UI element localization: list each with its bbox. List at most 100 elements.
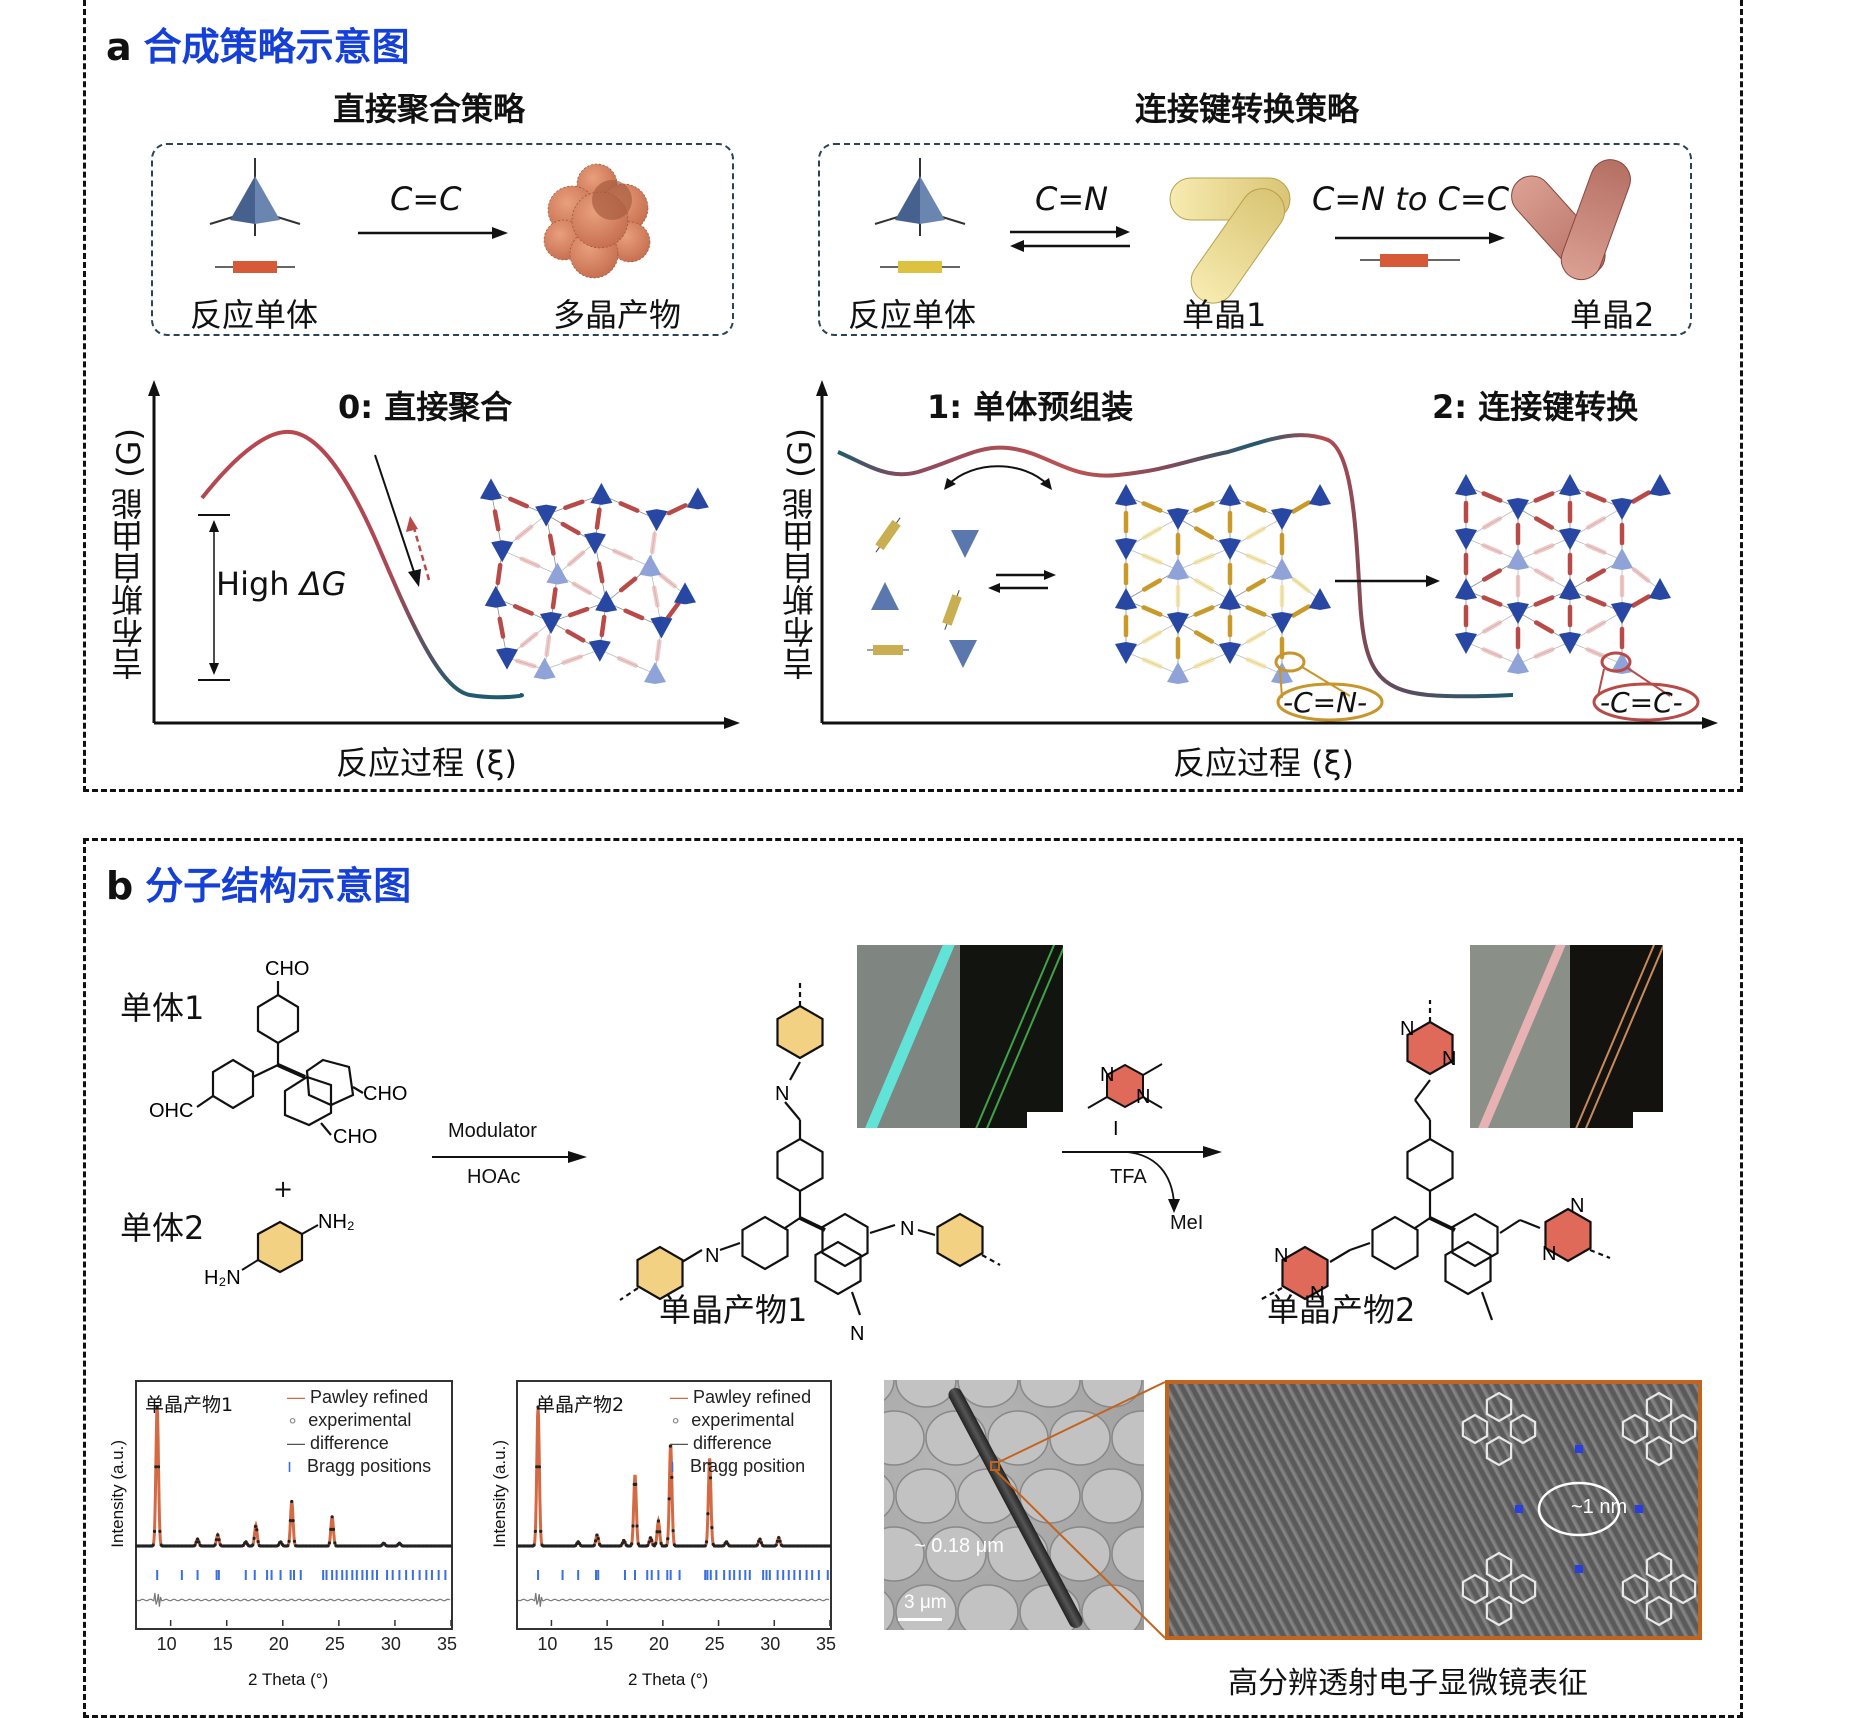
aromatic-ring xyxy=(1371,1215,1419,1271)
linker xyxy=(1245,630,1267,644)
nitrogen-marker xyxy=(1515,1505,1523,1513)
linker xyxy=(1481,568,1503,582)
imine-n: N xyxy=(705,1245,719,1267)
tetrahedral-node xyxy=(1507,498,1529,520)
experimental-point xyxy=(759,1541,763,1545)
nitrogen-marker xyxy=(1575,1445,1583,1453)
experimental-point xyxy=(539,1529,543,1533)
tetrahedral-node xyxy=(1455,474,1477,496)
sem-width-label: ~ 0.18 μm xyxy=(914,1535,1004,1557)
tetrahedral-node xyxy=(1309,588,1331,610)
tetrahedral-node xyxy=(686,487,709,510)
monomer-1-structure: CHO CHO CHO OHC xyxy=(149,958,407,1148)
experimental-point xyxy=(152,1529,157,1533)
aromatic-ring xyxy=(1406,1137,1454,1193)
experimental-point xyxy=(664,1544,669,1548)
experimental-point xyxy=(652,1544,656,1548)
linker xyxy=(1193,630,1215,644)
tetrahedral-node xyxy=(1507,548,1529,570)
experimental-point xyxy=(276,1543,280,1547)
monomer-2-label: 单体2 xyxy=(120,1209,205,1247)
legend-experimental-label: experimental xyxy=(691,1410,795,1430)
x-tick-label: 30 xyxy=(380,1634,401,1654)
panel-b-heading: 分子结构示意图 xyxy=(145,864,412,908)
sem-film-cell xyxy=(884,1380,895,1402)
experimental-point xyxy=(755,1543,759,1547)
tetrahedral-node xyxy=(1271,558,1293,580)
tetrahedral-node xyxy=(1271,662,1293,684)
linker xyxy=(1245,526,1267,540)
scale-bar-2 xyxy=(1633,1112,1663,1128)
aromatic-ring xyxy=(1669,1413,1697,1445)
pxrd-1-xlabel: 2 Theta (°) xyxy=(248,1670,329,1689)
x-tick-label: 10 xyxy=(537,1634,558,1654)
aromatic-ring xyxy=(1485,1391,1513,1423)
experimental-point xyxy=(658,1530,662,1534)
reagent-n2: N xyxy=(1136,1086,1150,1108)
experimental-point xyxy=(592,1543,596,1547)
tetrahedral-node xyxy=(1455,632,1477,654)
aromatic-ring xyxy=(1669,1573,1697,1605)
x-tick-label: 35 xyxy=(437,1634,458,1654)
linker xyxy=(1141,657,1163,669)
mei-label: MeI xyxy=(1170,1212,1204,1234)
legend-bragg-label: Bragg positions xyxy=(307,1456,432,1476)
monomer-tetrahedron-icon xyxy=(874,158,966,236)
aromatic-ring xyxy=(1509,1573,1537,1605)
tetrahedral-node xyxy=(1167,662,1189,684)
experimental-point xyxy=(255,1528,259,1532)
legend-difference-label: difference xyxy=(310,1433,389,1453)
experimental-point xyxy=(648,1536,652,1540)
aromatic-ring xyxy=(1444,1240,1492,1296)
aromatic-ring xyxy=(1621,1413,1649,1445)
imine-callout xyxy=(1274,651,1384,722)
modulator-label: Modulator xyxy=(448,1120,537,1142)
pxrd-1-ylabel: Intensity (a.u.) xyxy=(108,1440,127,1548)
linker xyxy=(1533,620,1555,634)
tetrahedral-node xyxy=(1219,538,1241,560)
linker xyxy=(1533,568,1555,582)
linker xyxy=(1193,553,1215,565)
linker xyxy=(1141,501,1163,513)
experimental-point xyxy=(775,1539,780,1543)
energy-left-xlabel: 反应过程 (ξ) xyxy=(336,744,517,782)
sem-film-cell xyxy=(1111,1410,1144,1466)
pore-ellipse xyxy=(1537,1481,1621,1537)
legend-pawley-label: Pawley refined xyxy=(310,1387,429,1407)
experimental-point xyxy=(710,1526,714,1530)
olefin-callout xyxy=(1592,651,1700,722)
x-tick-label: 20 xyxy=(268,1634,289,1654)
tetrahedral-node xyxy=(1611,602,1633,624)
tetrahedral-node xyxy=(1649,474,1671,496)
linker xyxy=(1585,595,1607,607)
experimental-point xyxy=(155,1405,159,1409)
yellow-linker-icon xyxy=(880,261,960,273)
experimental-point xyxy=(827,1544,832,1548)
experimental-point xyxy=(154,1465,158,1469)
energy-curve-linkage xyxy=(837,433,1514,699)
difference-line xyxy=(136,1592,451,1607)
aromatic-ring xyxy=(1461,1413,1489,1445)
tetrahedral-node xyxy=(480,478,502,501)
experimental-point xyxy=(634,1482,638,1487)
tetrahedral-node xyxy=(1559,578,1581,600)
x-tick-label: 15 xyxy=(593,1634,614,1654)
linker xyxy=(623,608,645,621)
linker xyxy=(1245,605,1267,617)
pxrd-plot-2-canvas xyxy=(516,1405,832,1626)
experimental-point xyxy=(251,1543,255,1547)
experimental-point xyxy=(537,1465,541,1469)
experimental-point xyxy=(330,1515,334,1519)
linker xyxy=(1585,543,1607,555)
crystal-1-fluorescence-image xyxy=(960,945,1063,1128)
linker xyxy=(508,496,530,509)
energy-right-xlabel: 反应过程 (ξ) xyxy=(1173,744,1354,782)
aromatic-ring xyxy=(1406,1020,1454,1076)
x-tick-label: 10 xyxy=(156,1634,177,1654)
legend-pawley: — Pawley refined xyxy=(670,1387,812,1407)
experimental-point xyxy=(647,1540,651,1544)
high-text: High xyxy=(216,565,290,603)
h2n-label: H₂N xyxy=(204,1267,241,1289)
